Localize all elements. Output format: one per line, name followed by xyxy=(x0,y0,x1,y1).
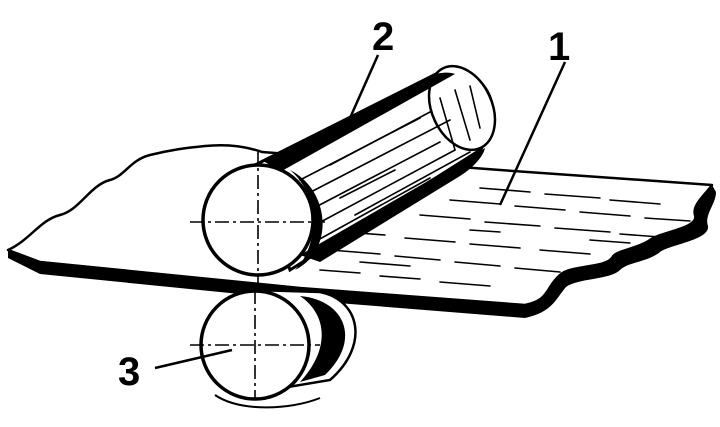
callout-1: 1 xyxy=(498,25,570,206)
lower-roller-centerlines xyxy=(190,290,320,400)
leader-line-3 xyxy=(154,348,233,370)
upper-roller-far-end xyxy=(427,64,497,152)
upper-roller xyxy=(190,64,497,290)
upper-roller-centerlines xyxy=(190,150,325,290)
callout-2: 2 xyxy=(348,15,394,119)
callout-label-1: 1 xyxy=(548,25,570,69)
upper-roller-end-rim xyxy=(290,170,323,270)
leader-line-1 xyxy=(498,61,567,206)
callout-label-2: 2 xyxy=(372,15,394,59)
upper-roller-bottom-shade xyxy=(300,148,485,262)
sheet-right-edge xyxy=(525,185,716,318)
leader-line-2 xyxy=(348,54,380,119)
callout-label-3: 3 xyxy=(118,350,140,394)
lower-roller-shade xyxy=(300,296,346,382)
sheet-texture xyxy=(319,187,691,287)
lower-roller-base-arc xyxy=(214,394,321,409)
sheet-front-edge xyxy=(8,250,525,318)
callout-3: 3 xyxy=(118,348,233,394)
upper-roller-top-shade xyxy=(262,72,455,172)
lower-roller xyxy=(190,288,357,409)
upper-roller-texture xyxy=(299,85,481,241)
